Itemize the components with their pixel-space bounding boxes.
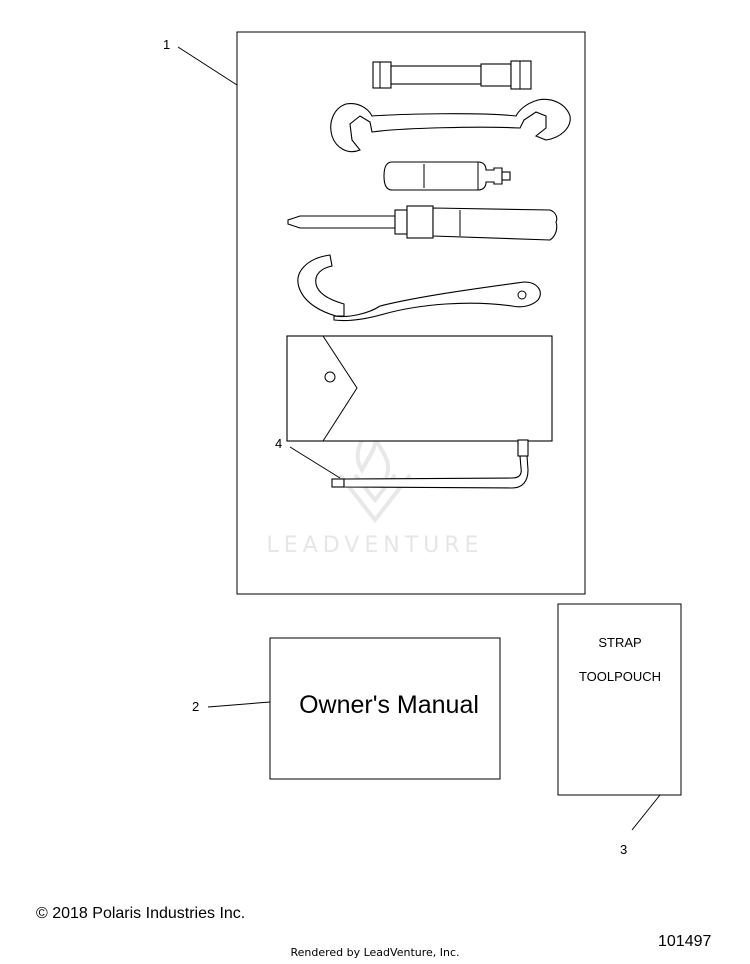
tool-kit-box [236,31,586,595]
snap-icon [324,371,336,383]
owners-manual-box [269,637,501,780]
callout-2: 2 [192,699,199,714]
hex-key-wrench [331,439,529,489]
leader-line-3 [631,794,661,831]
hook-spanner-wrench [297,254,541,322]
tool-pouch [286,335,553,442]
callout-1: 1 [163,37,170,52]
copyright-text: © 2018 Polaris Industries Inc. [36,905,246,922]
strap-toolpouch-box [557,603,682,796]
toolpouch-label: TOOLPOUCH [579,669,661,684]
rendered-by-text: Rendered by LeadVenture, Inc. [290,946,460,959]
open-end-wrench [330,98,571,153]
hole-icon [517,290,527,300]
leader-line-1 [177,46,238,86]
owners-manual-label: Owner's Manual [299,691,479,719]
screwdriver [287,205,558,241]
strap-label: STRAP [598,635,641,650]
leader-line-4 [289,446,341,479]
leadventure-watermark: LEADVENTURE [267,418,484,558]
leader-line-2 [207,701,271,708]
tool-handle [383,161,511,191]
callout-4: 4 [275,436,282,451]
watermark-text: LEADVENTURE [267,533,484,558]
diagram-number: 101497 [658,933,712,950]
socket-tool [372,60,532,90]
callout-3: 3 [620,842,627,857]
